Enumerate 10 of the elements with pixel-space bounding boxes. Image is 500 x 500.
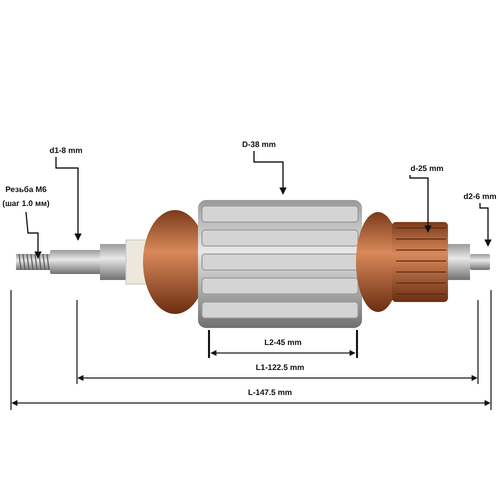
callout-label: d2-6 mm [464,190,496,202]
leader-line [55,157,82,241]
callout-label: Резьба М6 (шаг 1.0 мм) [1,184,51,210]
leader-line [409,175,432,233]
leader-line [253,151,287,195]
callout-label: d-25 mm [410,162,444,174]
leader-line [479,203,492,247]
leader-line [25,212,42,259]
callout-label: d1-8 mm [50,144,82,156]
callout-label: D-38 mm [242,138,276,150]
